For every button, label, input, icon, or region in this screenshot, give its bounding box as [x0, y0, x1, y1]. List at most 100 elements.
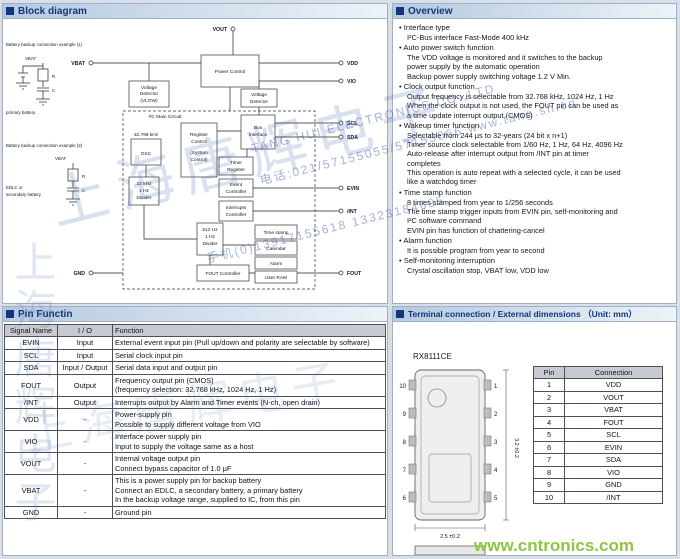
signal-io: Input / Output	[57, 361, 113, 375]
feature-item: Alarm function It is possible program fr…	[399, 236, 672, 255]
feature-body: The VDD voltage is monitored and it swit…	[407, 53, 603, 81]
signal-name: EVIN	[4, 336, 58, 350]
pin-number: 10	[533, 490, 565, 505]
pin-connection: FOUT	[564, 415, 663, 430]
signal-io: Output	[57, 395, 113, 410]
resistor-label: R	[52, 74, 55, 79]
svg-text:(VLOW): (VLOW)	[140, 98, 158, 104]
feature-body: 8 times stamped from year to 1/256 secon…	[407, 197, 618, 235]
pin-number-right: 3	[494, 440, 498, 446]
svg-text:Interface: Interface	[249, 132, 268, 138]
feature-item: Auto power switch function The VDD volta…	[399, 43, 672, 81]
panel-header: Pin Functin	[2, 306, 388, 322]
table-row: 10/INT	[533, 490, 663, 505]
signal-function: This is a power supply pin for backup ba…	[112, 474, 386, 507]
pin-number-left: 8	[403, 440, 407, 446]
column-header: Pin	[533, 365, 565, 380]
signal-function: Interface power supply pin Input to supp…	[112, 430, 386, 454]
panel-title: Block diagram	[18, 5, 87, 17]
site-url: www.cntronics.com	[474, 536, 634, 555]
interrupts-controller-label: Interrupts	[226, 205, 247, 211]
panel-title: Overview	[408, 5, 453, 17]
bus-interface-label: Bus	[254, 125, 263, 131]
width-dimension: 2.5 ±0.2	[440, 534, 460, 540]
signal-function: Ground pin	[112, 505, 386, 519]
pin-terminals	[88, 26, 344, 276]
voltage-detector1-label: Voltage	[141, 85, 157, 91]
signal-name: VDD	[4, 408, 58, 432]
signal-name: VOUT	[4, 452, 58, 476]
signal-io: Output	[57, 373, 113, 397]
svg-text:Register: Register	[227, 167, 245, 173]
signal-io: -	[57, 505, 113, 519]
feature-heading: Wakeup timer function	[399, 121, 672, 131]
pin-connection: EVIN	[564, 440, 663, 455]
fout-controller-label: FOUT Controller	[205, 271, 240, 277]
alarm-box-label: Alarm	[270, 261, 283, 267]
svg-text:R: R	[82, 174, 85, 179]
overview-panel: Overview Interface type I²C-Bus interfac…	[392, 3, 677, 304]
user-ram-box-label: User RAM	[265, 275, 287, 281]
signal-function: External event input pin (Pull up/down a…	[112, 336, 386, 350]
section-marker-icon	[6, 310, 14, 318]
signal-name: VIO	[4, 430, 58, 454]
section-marker-icon	[396, 7, 404, 15]
signal-name: SCL	[4, 348, 58, 363]
pin-connection: VIO	[564, 465, 663, 480]
table-row: GND-Ground pin	[4, 505, 386, 519]
battery-example2-type: EDLC or	[6, 185, 23, 190]
panel-header: Overview	[392, 3, 677, 19]
signal-name: GND	[4, 505, 58, 519]
svg-text:Detector: Detector	[250, 99, 269, 105]
panel-header: Terminal connection / External dimension…	[392, 306, 677, 322]
svg-text:Control: Control	[191, 139, 206, 145]
panel-title: Pin Functin	[18, 308, 73, 320]
signal-io: Input	[57, 348, 113, 363]
battery-example2-title: Battery backup connection example (2)	[6, 143, 83, 148]
pin-number-left: 9	[403, 412, 407, 418]
table-row: VDD-Power-supply pin Possible to supply …	[4, 408, 386, 432]
pin-number: 4	[533, 415, 565, 430]
signal-name: VBAT	[4, 474, 58, 507]
feature-heading: Auto power switch function	[399, 43, 672, 53]
feature-heading: Clock output function	[399, 82, 672, 92]
table-header-row: Signal Name I / O Function	[4, 323, 386, 338]
pin-label-gnd: GND	[73, 271, 85, 277]
pin-number: 8	[533, 465, 565, 480]
voltage-detector2-label: Voltage	[251, 92, 267, 98]
signal-function: Interrupts output by Alarm and Timer eve…	[112, 395, 386, 410]
package-outline	[414, 369, 486, 521]
pin-number-left: 7	[403, 468, 407, 474]
pin-label-vout: VOUT	[213, 27, 228, 33]
pin-connection: VBAT	[564, 403, 663, 417]
feature-heading: Interface type	[399, 23, 672, 33]
feature-body: Crystal oscillation stop, VBAT low, VDD …	[407, 265, 549, 275]
diagram-boxes	[122, 54, 316, 290]
battery-example1-type: primary battery	[6, 110, 36, 115]
pin-connection: SDA	[564, 453, 663, 467]
power-control-box-label: Power Control	[215, 69, 245, 75]
svg-text:(System: (System	[190, 150, 208, 156]
feature-body: Output frequency is selectable from 32.7…	[407, 91, 619, 120]
signal-function: Frequency output pin (CMOS) (frequency s…	[112, 373, 386, 397]
pin-label-sda: SDA	[347, 135, 358, 141]
signal-io: -	[57, 452, 113, 476]
pin-function-panel: Pin Functin Signal Name I / O Function E…	[2, 306, 388, 556]
pin-number: 6	[533, 440, 565, 455]
pin-label-int: /INT	[347, 209, 358, 215]
battery-example1-vbat: VBAT	[25, 56, 36, 61]
package-side-view	[414, 545, 486, 555]
svg-text:secondary battery: secondary battery	[6, 192, 42, 197]
battery-example-graphics	[16, 63, 80, 206]
pin-label-vbat: VBAT	[71, 61, 86, 67]
